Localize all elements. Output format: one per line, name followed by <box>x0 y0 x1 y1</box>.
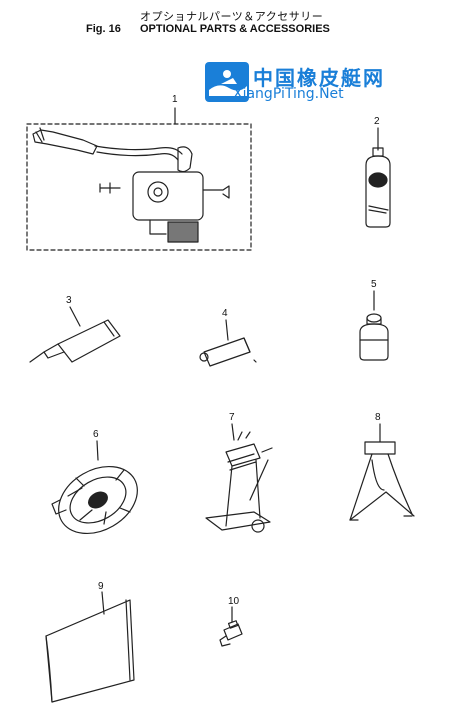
part-number-3: 3 <box>66 295 72 306</box>
cover-bag-icon <box>45 591 135 703</box>
part-number-4: 4 <box>222 308 228 319</box>
motor-carrier-stand-icon <box>205 423 273 533</box>
watermark-en: XiangPiTing.Net <box>233 86 344 102</box>
part-number-5: 5 <box>371 279 377 290</box>
figure-label: Fig. 16 <box>86 23 121 35</box>
jetski-logo-icon <box>205 62 249 102</box>
watermark-logo: 中国橡皮艇网 XiangPiTing.Net <box>205 62 385 107</box>
part-number-1: 1 <box>172 94 178 105</box>
fuel-pump-assembly-icon <box>26 107 252 251</box>
part-number-8: 8 <box>375 412 381 423</box>
header-jp-title: オプショナルパーツ＆アクセサリー <box>140 11 324 23</box>
page-title: OPTIONAL PARTS & ACCESSORIES <box>140 23 330 35</box>
small-tube-icon <box>199 319 257 367</box>
part-number-7: 7 <box>229 412 235 423</box>
small-bottle-icon <box>359 290 389 361</box>
grease-tube-icon <box>29 306 121 363</box>
part-number-2: 2 <box>374 116 380 127</box>
part-number-10: 10 <box>228 596 240 607</box>
folding-stand-icon <box>349 423 415 521</box>
flywheel-rotor-icon <box>51 440 138 535</box>
part-number-9: 9 <box>98 581 104 592</box>
watermark-cn: 中国橡皮艇网 <box>253 66 385 90</box>
part-number-6: 6 <box>93 429 99 440</box>
adapter-fitting-icon <box>219 606 243 647</box>
oil-bottle-icon <box>365 127 391 228</box>
